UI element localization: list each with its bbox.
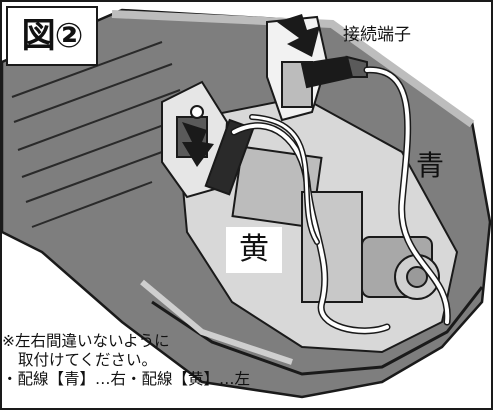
- figure-label: 図②: [6, 6, 98, 66]
- note-line-2: 取付けてください。: [18, 351, 158, 369]
- top-press-arrow: [277, 14, 320, 57]
- note-line-3: ・配線【青】…右・配線【黄】…左: [2, 370, 251, 388]
- housing-lip: [151, 286, 484, 376]
- connector-plug: [204, 55, 368, 196]
- caution-note: ※左右間違いないように 取付けてください。 ・配線【青】…右・配線【黄】…左: [2, 332, 302, 389]
- housing-ribs: [11, 41, 181, 228]
- yellow-wire-callout: 黄: [226, 227, 282, 273]
- terminal-callout: 接続端子: [343, 25, 411, 45]
- left-press-arrow: [182, 122, 214, 167]
- wires: [230, 66, 451, 335]
- blue-wire-callout: 青: [416, 149, 445, 182]
- internal-chassis: [231, 145, 440, 303]
- note-line-1: ※左右間違いないように: [2, 332, 170, 350]
